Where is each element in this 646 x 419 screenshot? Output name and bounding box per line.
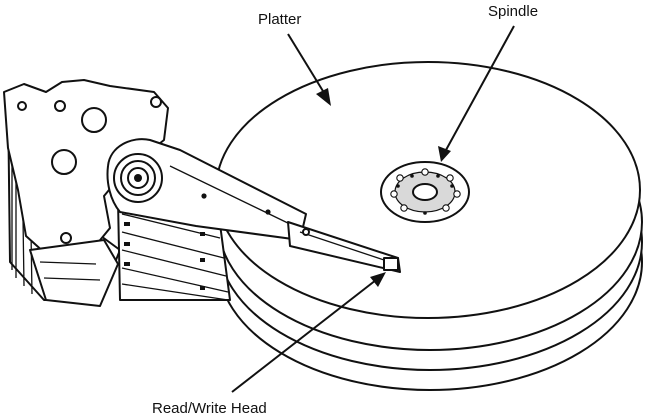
- read-write-head-label: Read/Write Head: [152, 400, 267, 417]
- read-write-head-arrow: [231, 279, 377, 393]
- spindle-arrowhead: [438, 146, 451, 162]
- head-suspension: [287, 221, 401, 273]
- platter-arrow: [287, 33, 327, 97]
- label-arrows: [231, 25, 515, 393]
- pivot-bearing: [113, 153, 163, 203]
- platter-label: Platter: [258, 11, 302, 28]
- spindle-screw-holes: [390, 168, 461, 212]
- read-write-head-slider: [383, 257, 399, 271]
- spindle-arrow: [445, 25, 515, 151]
- spindle-hub: [380, 161, 470, 223]
- spindle-label: Spindle: [488, 3, 539, 20]
- read-write-head-arrowhead: [370, 272, 386, 287]
- actuator-plate: [3, 79, 169, 307]
- platter-arrowhead: [316, 88, 331, 106]
